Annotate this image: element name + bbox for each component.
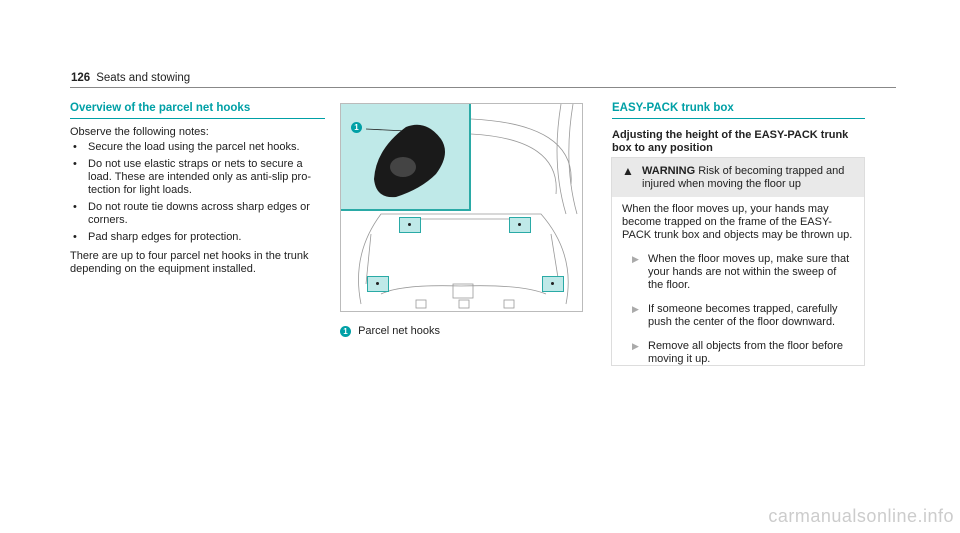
hook-detail-inset: 1: [341, 104, 471, 211]
warning-step: ▶ When the floor moves up, make sure that…: [622, 253, 854, 292]
hook-marker: [367, 276, 389, 292]
section-title: Seats and stowing: [96, 72, 191, 84]
hook-marker: [509, 217, 531, 233]
right-column: EASY-PACK trunk box Adjusting the height…: [612, 102, 865, 155]
warning-box: ▲ WARNING Risk of becoming trapped and in…: [611, 157, 865, 366]
hook-marker: [542, 276, 564, 292]
step-text: Remove all objects from the floor before…: [648, 340, 844, 365]
intro-text: Observe the following notes:: [70, 126, 209, 138]
header-divider: [70, 87, 896, 88]
callout-1: 1: [340, 326, 351, 337]
caption-text: Parcel net hooks: [358, 325, 440, 337]
outro-text: There are up to four parcel net hooks in…: [70, 250, 309, 275]
warning-step: ▶ If someone becomes trapped, carefully p…: [622, 303, 854, 329]
warning-title: Risk of becoming trapped and injured whe…: [642, 165, 845, 190]
page-header: 126 Seats and stowing: [71, 72, 190, 84]
hook-marker: [399, 217, 421, 233]
warning-icon: ▲: [622, 164, 634, 178]
hook-icon: [366, 124, 445, 198]
list-item: Secure the load using the parcel net hoo…: [70, 141, 325, 154]
warning-body: When the floor moves up, your hands may …: [622, 203, 853, 241]
list-item: Pad sharp edges for protection.: [70, 231, 325, 244]
page-number: 126: [71, 72, 91, 84]
list-item: Do not use elastic straps or nets to sec…: [70, 158, 325, 197]
subheading: Adjusting the height of the EASY-PACK tr…: [612, 129, 849, 154]
list-item: Do not route tie downs across sharp edge…: [70, 201, 325, 227]
trunk-drawing: [358, 104, 578, 309]
notes-list: Secure the load using the parcel net hoo…: [70, 141, 325, 244]
watermark: carmanualsonline.info: [768, 506, 954, 526]
step-arrow-icon: ▶: [632, 341, 639, 351]
trunk-illustration: 1: [340, 103, 583, 312]
warning-step: ▶ Remove all objects from the floor befor…: [622, 340, 854, 366]
section-heading: Overview of the parcel net hooks: [70, 102, 325, 119]
step-text: If someone becomes trapped, carefully pu…: [648, 303, 838, 328]
step-arrow-icon: ▶: [632, 304, 639, 314]
warning-label: WARNING: [642, 165, 696, 177]
section-heading: EASY-PACK trunk box: [612, 102, 865, 119]
left-column: Overview of the parcel net hooks Observe…: [70, 102, 325, 276]
figure-caption: 1 Parcel net hooks: [340, 325, 440, 337]
step-text: When the floor moves up, make sure that …: [648, 253, 850, 291]
callout-1: 1: [351, 122, 362, 133]
step-arrow-icon: ▶: [632, 254, 639, 264]
warning-header: ▲ WARNING Risk of becoming trapped and in…: [612, 158, 864, 197]
